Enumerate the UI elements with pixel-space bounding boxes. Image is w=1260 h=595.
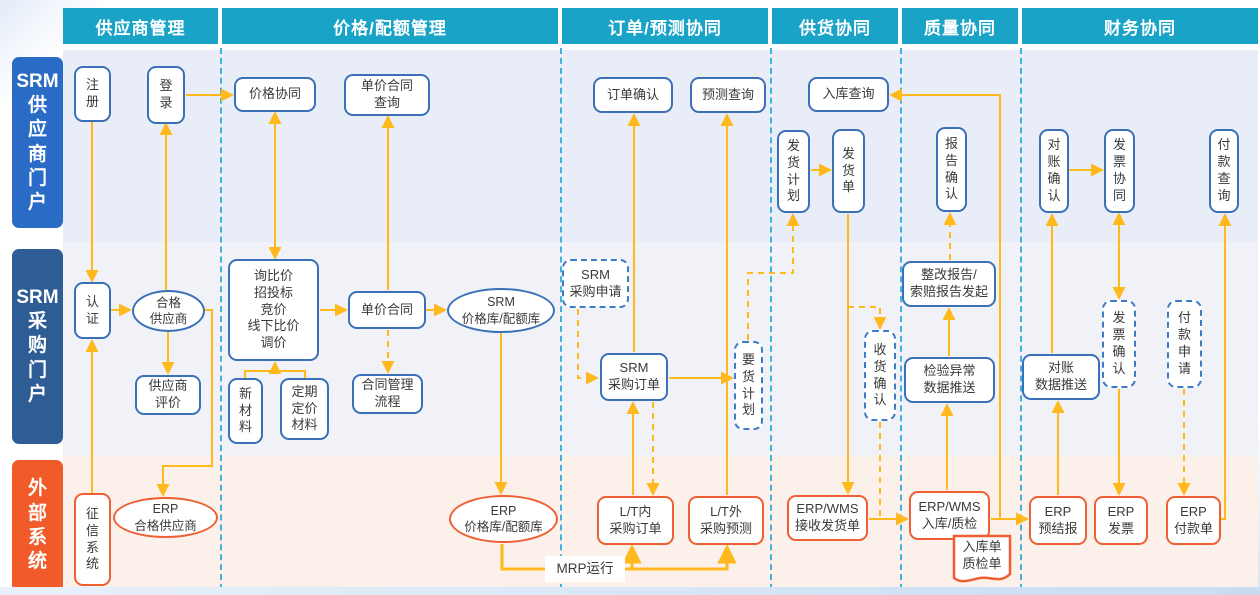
edge-qualified-to-erp-qualified <box>156 309 213 497</box>
rectify-report-box: 整改报告/ 索赔报告发起 <box>902 261 996 307</box>
payment-apply-box: 付 款 申 请 <box>1167 300 1202 388</box>
demand-plan-box: 要 货 计 划 <box>734 341 763 430</box>
erp-wms-inbound-box: ERP/WMS 入库/质检 <box>909 491 990 540</box>
bottom-decoration <box>0 587 1260 595</box>
inbound-qc-doc: 入库单 质检单 <box>952 534 1012 586</box>
unit-contract-box: 单价合同 <box>348 291 426 329</box>
reconcile-push-box: 对账 数据推送 <box>1022 354 1100 400</box>
lane-label-external-systems: 外 部 系 统 <box>12 460 63 592</box>
header-price-quota-management: 价格/配额管理 <box>222 8 558 44</box>
edge-request-to-po <box>577 309 599 385</box>
contract-process-box: 合同管理 流程 <box>352 374 423 414</box>
column-divider-4 <box>900 48 902 590</box>
register-box: 注 册 <box>74 66 111 122</box>
header-supplier-management: 供应商管理 <box>63 8 218 44</box>
erp-wms-receive-box: ERP/WMS 接收发货单 <box>787 495 868 541</box>
document-shape-icon <box>952 534 1012 583</box>
inbound-qc-doc-label: 入库单 质检单 <box>962 539 1002 571</box>
srm-price-lib-ellipse: SRM 价格库/配额库 <box>447 288 555 333</box>
shipping-plan-box: 发 货 计 划 <box>777 130 810 213</box>
srm-purchase-order-box: SRM 采购订单 <box>600 353 668 401</box>
column-divider-3 <box>770 48 772 590</box>
receipt-confirm-box: 收 货 确 认 <box>864 330 896 421</box>
header-quality-collab: 质量协同 <box>902 8 1018 44</box>
erp-invoice-box: ERP 发票 <box>1094 496 1148 545</box>
lt-out-forecast-box: L/T外 采购预测 <box>688 496 764 545</box>
lt-in-po-box: L/T内 采购订单 <box>597 496 674 545</box>
inbound-query-box: 入库查询 <box>808 77 889 112</box>
periodic-material-box: 定期 定价 材料 <box>280 378 329 440</box>
new-material-box: 新 材 料 <box>228 378 263 444</box>
header-supply-collab: 供货协同 <box>772 8 898 44</box>
edge-inbound-to-inbound-query <box>889 88 1001 520</box>
column-divider-5 <box>1020 48 1022 590</box>
edge-demand-to-ship-plan <box>747 213 800 340</box>
edge-branch-to-receipt-confirm <box>848 306 887 330</box>
erp-price-lib-ellipse: ERP 价格库/配额库 <box>449 495 558 543</box>
supplier-eval-box: 供应商 评价 <box>135 375 201 415</box>
qualified-supplier-ellipse: 合格 供应商 <box>132 290 205 332</box>
srm-purchase-request-box: SRM 采购申请 <box>562 259 629 308</box>
edge-erp-payment-to-payment-query <box>1218 213 1232 520</box>
column-divider-2 <box>560 48 562 590</box>
lane-label-srm-purchase-portal: SRM 采 购 门 户 <box>12 249 63 444</box>
inspection-push-box: 检验异常 数据推送 <box>904 357 995 403</box>
auth-box: 认 证 <box>74 282 111 339</box>
shipping-note-box: 发 货 单 <box>832 129 865 213</box>
erp-prereport-box: ERP 预结报 <box>1029 496 1087 545</box>
price-collab-box: 价格协同 <box>234 77 316 112</box>
invoice-confirm-box: 发 票 确 认 <box>1102 300 1136 388</box>
invoice-collab-box: 发 票 协 同 <box>1104 129 1135 213</box>
column-divider-1 <box>220 48 222 590</box>
erp-qualified-supplier-ellipse: ERP 合格供应商 <box>113 497 218 538</box>
header-finance-collab: 财务协同 <box>1022 8 1258 44</box>
lane-label-srm-supplier-portal: SRM 供 应 商 门 户 <box>12 57 63 228</box>
header-order-forecast-collab: 订单/预测协同 <box>562 8 768 44</box>
login-box: 登 录 <box>147 66 185 124</box>
edge-materials-bracket <box>244 370 306 378</box>
erp-payment-box: ERP 付款单 <box>1166 496 1221 545</box>
forecast-query-box: 预测查询 <box>690 77 766 113</box>
order-confirm-box: 订单确认 <box>593 77 673 113</box>
report-confirm-box: 报 告 确 认 <box>936 127 967 212</box>
payment-query-box: 付 款 查 询 <box>1209 129 1239 213</box>
reconcile-confirm-box: 对 账 确 认 <box>1039 129 1069 213</box>
unit-contract-query-box: 单价合同 查询 <box>344 74 430 116</box>
mrp-run-label: MRP运行 <box>545 556 625 582</box>
sourcing-box: 询比价 招投标 竞价 线下比价 调价 <box>228 259 319 361</box>
credit-system-box: 征 信 系 统 <box>74 493 111 586</box>
